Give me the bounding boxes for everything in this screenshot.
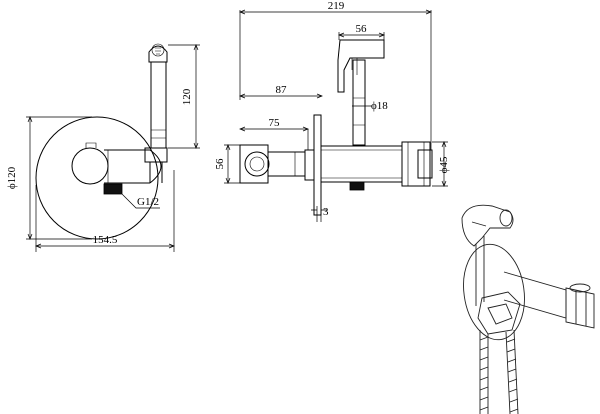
front-view: ϕ120 120 G1/2 154.5: [6, 43, 200, 252]
iso-body: [503, 271, 567, 319]
iso-shower-head: [461, 204, 514, 247]
dim-plate-thickness: 3: [323, 206, 329, 218]
isometric-view: [461, 204, 595, 414]
side-body: [320, 145, 403, 183]
dim-plate-diameter: ϕ120: [6, 166, 18, 189]
dim-depth-outer: 87: [276, 84, 288, 96]
side-shower-head: [337, 39, 385, 93]
dim-height: 56: [214, 158, 226, 170]
side-outlet: [349, 181, 365, 191]
dim-thread: G1/2: [137, 196, 159, 208]
dim-depth-inner: 75: [269, 117, 281, 129]
iso-hose-left: [479, 330, 489, 414]
side-view: 219 56 ϕ18 87 75 3: [214, 0, 450, 222]
dim-total-length: 219: [328, 0, 345, 12]
dim-total-width: 154.5: [93, 234, 118, 246]
side-pipe: [352, 59, 366, 146]
side-mount-block: [239, 144, 269, 184]
front-shower-handle: [150, 61, 167, 149]
front-handle-knob: [71, 147, 109, 185]
dim-hose-length: 120: [181, 88, 193, 105]
dim-body-diameter: ϕ45: [438, 156, 450, 173]
front-wall-plate: [35, 116, 159, 240]
dim-pipe-diameter: ϕ18: [371, 100, 388, 112]
front-outlet: [103, 183, 123, 195]
dim-head-width: 56: [356, 23, 368, 35]
iso-hose-right: [505, 329, 519, 414]
iso-wall-plate: [463, 243, 525, 341]
side-wall-plate: [313, 114, 322, 216]
side-handle: [401, 141, 431, 187]
